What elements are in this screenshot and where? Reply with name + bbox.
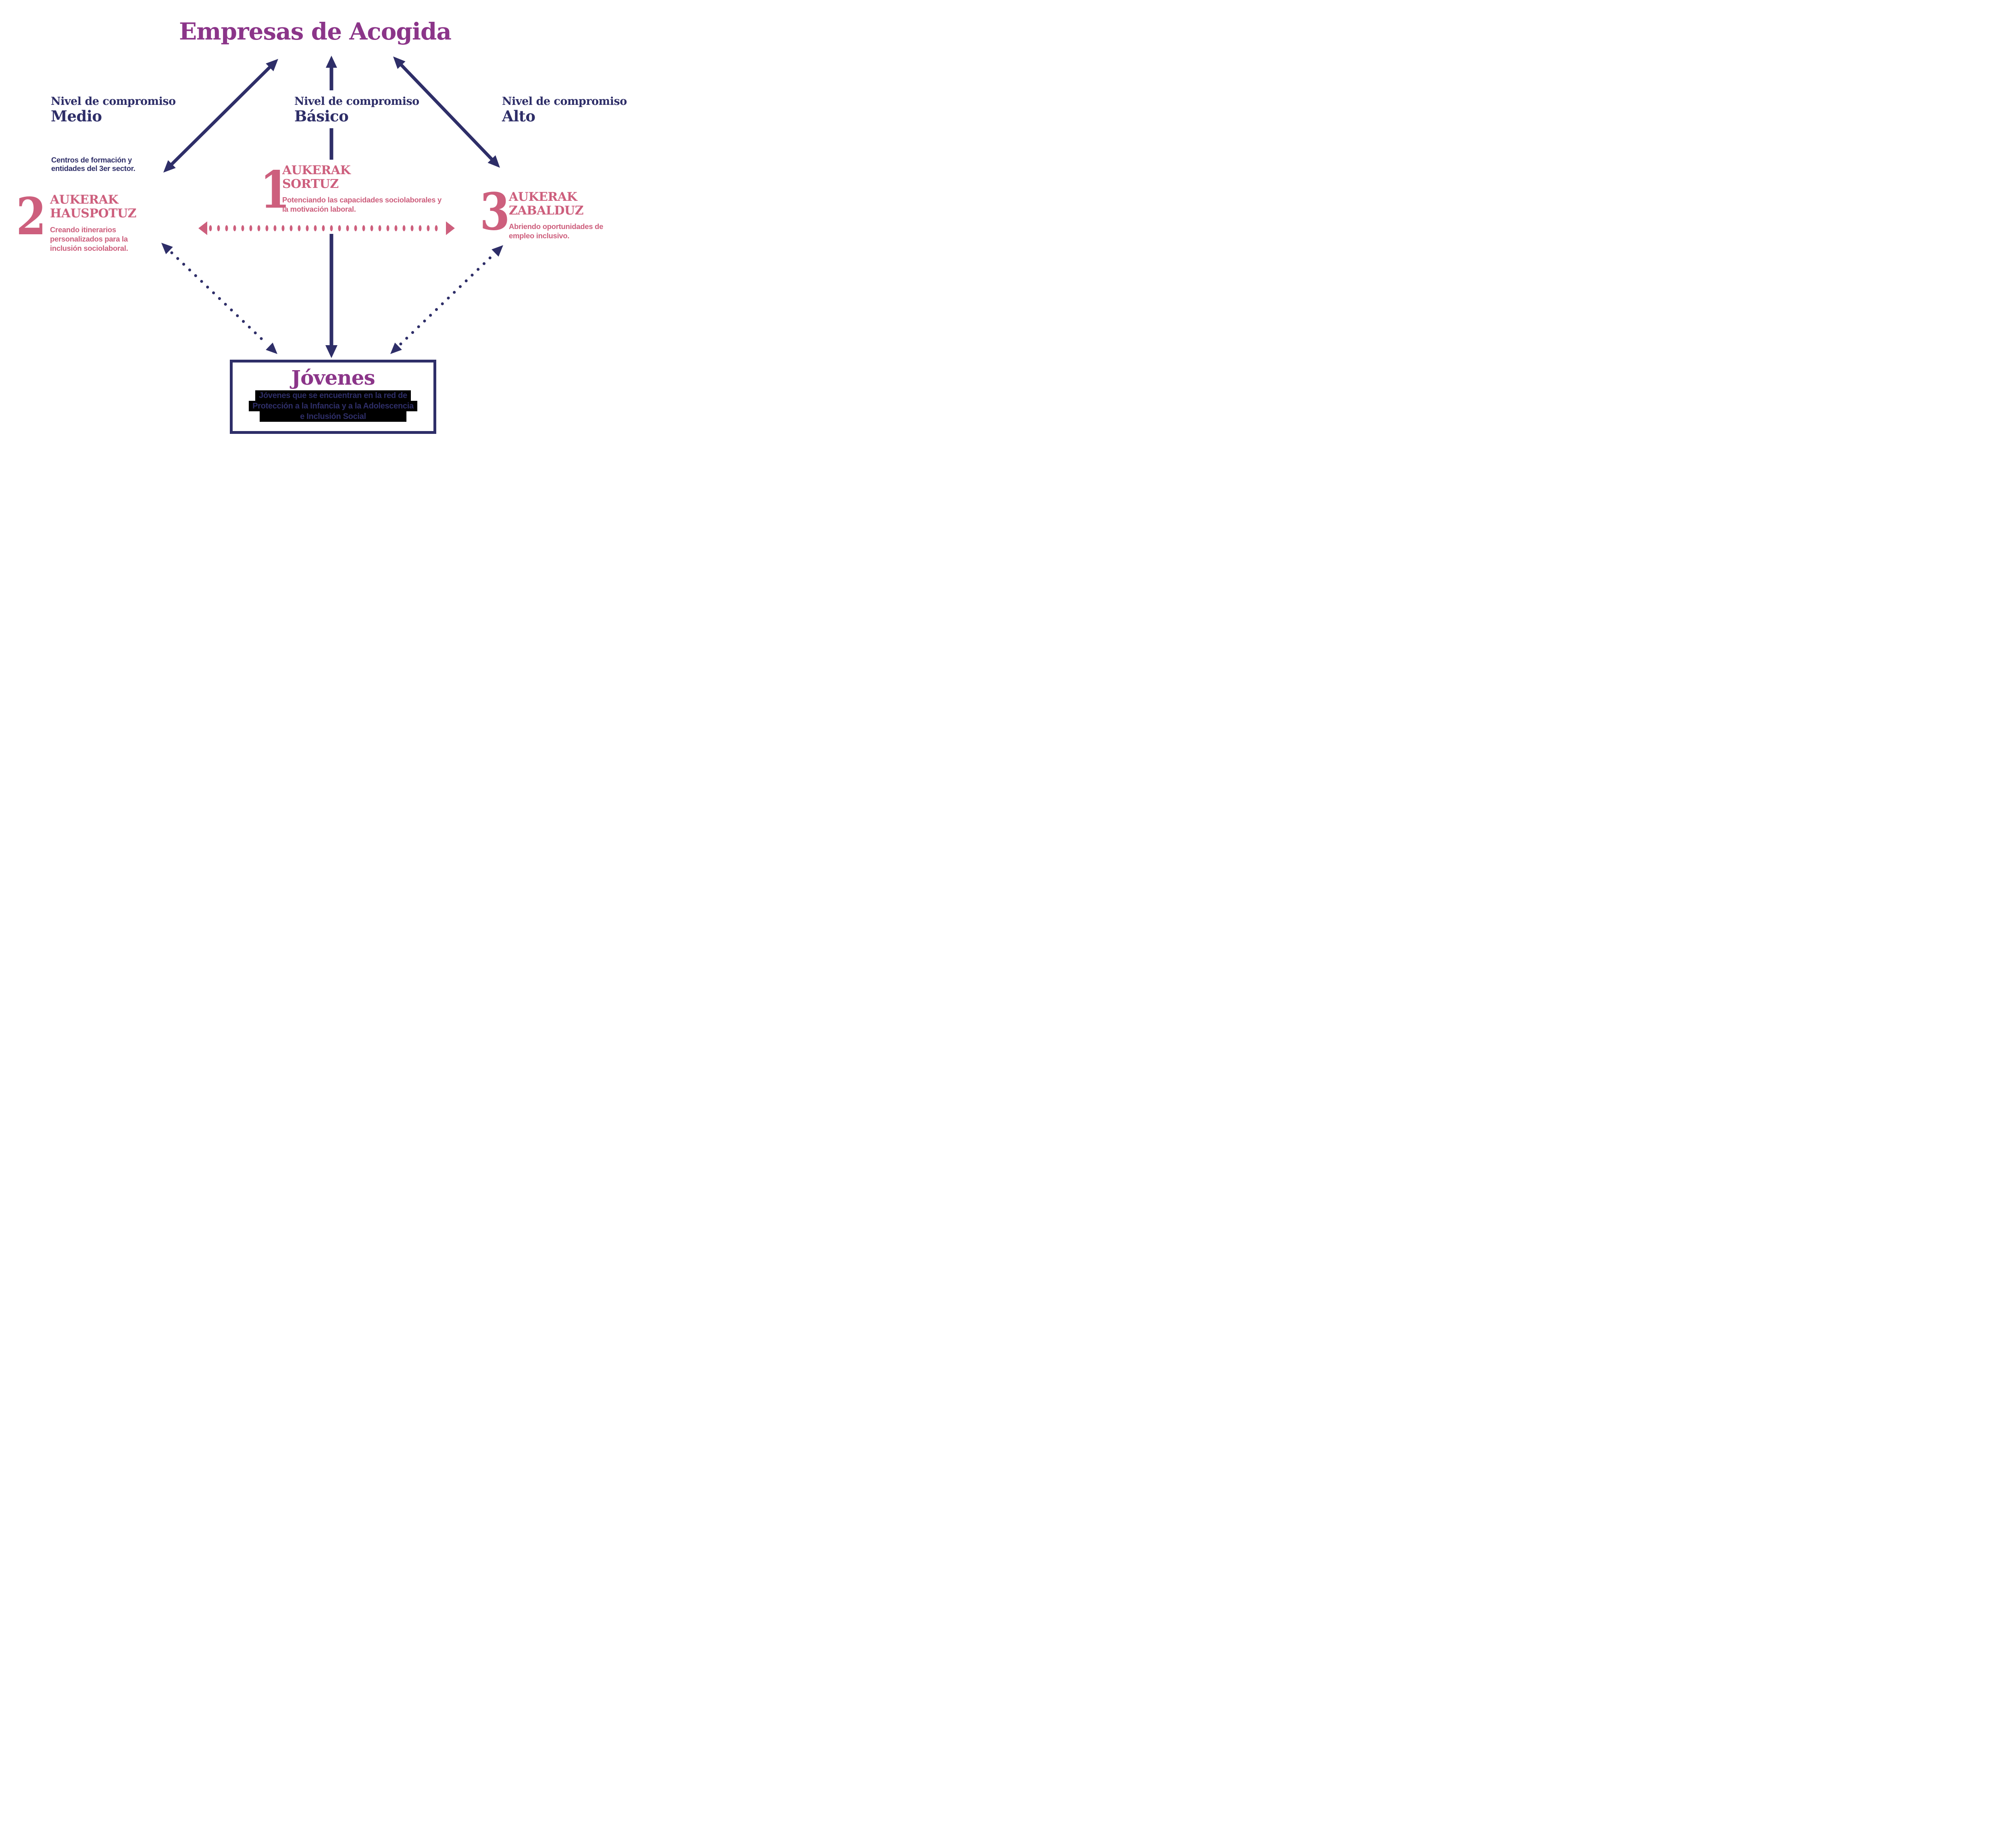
arrow-empresas-sortuz-upper [326,56,337,90]
program-2-number: 2 [16,187,46,246]
commitment-level-basico: Nivel de compromiso Básico [294,96,419,124]
arrow-jovenes-zabalduz [390,245,503,354]
program-name-line: AUKERAK [509,190,577,204]
commitment-level-alto: Nivel de compromiso Alto [502,96,627,124]
program-3-name: AUKERAK ZABALDUZ [509,190,583,218]
program-name-line: HAUSPOTUZ [50,206,137,221]
note-line: entidades del 3er sector. [51,164,135,173]
commitment-label: Nivel de compromiso [502,95,627,108]
program-3-description: Abriendo oportunidades de empleo inclusi… [509,222,604,240]
program-name-line: AUKERAK [50,193,119,207]
arrow-jovenes-hauspotuz [161,243,277,354]
commitment-value: Medio [51,107,102,125]
note-training-centers: Centros de formación y entidades del 3er… [51,156,135,173]
program-1-name: AUKERAK SORTUZ [282,163,351,191]
program-2-description: Creando itinerarios personalizados para … [50,225,128,252]
commitment-level-medio: Nivel de compromiso Medio [51,96,176,124]
note-line: Centros de formación y [51,156,132,164]
program-3-number: 3 [480,182,510,242]
commitment-label: Nivel de compromiso [294,95,419,108]
program-1-description: Potenciando las capacidades sociolaboral… [282,196,442,213]
arrow-sortuz-jovenes [325,234,337,358]
commitment-value: Alto [502,107,535,125]
arrow-empresas-hauspotuz [163,59,278,173]
program-name-line: AUKERAK [282,163,351,177]
page-title: Empresas de Acogida [179,18,452,45]
youth-box-title: Jóvenes [291,366,375,390]
highlighted-line: e Inclusión Social [260,411,406,422]
commitment-value: Básico [294,107,349,125]
highlighted-line: Jóvenes que se encuentran en la red de [255,390,411,401]
infographic-canvas: Empresas de Acogida Nivel de compromiso … [0,0,630,462]
program-name-line: SORTUZ [282,177,339,191]
youth-box-highlighted-text: Jóvenes que se encuentran en la red de P… [233,390,433,422]
commitment-label: Nivel de compromiso [51,95,176,108]
youth-box: Jóvenes Jóvenes que se encuentran en la … [230,360,436,434]
program-2-name: AUKERAK HAUSPOTUZ [50,193,137,221]
program-name-line: ZABALDUZ [509,204,583,218]
highlighted-line: Protección a la Infancia y a la Adolesce… [249,401,417,411]
arrow-hauspotuz-zabalduz [198,221,455,235]
program-1-number: 1 [260,160,290,220]
